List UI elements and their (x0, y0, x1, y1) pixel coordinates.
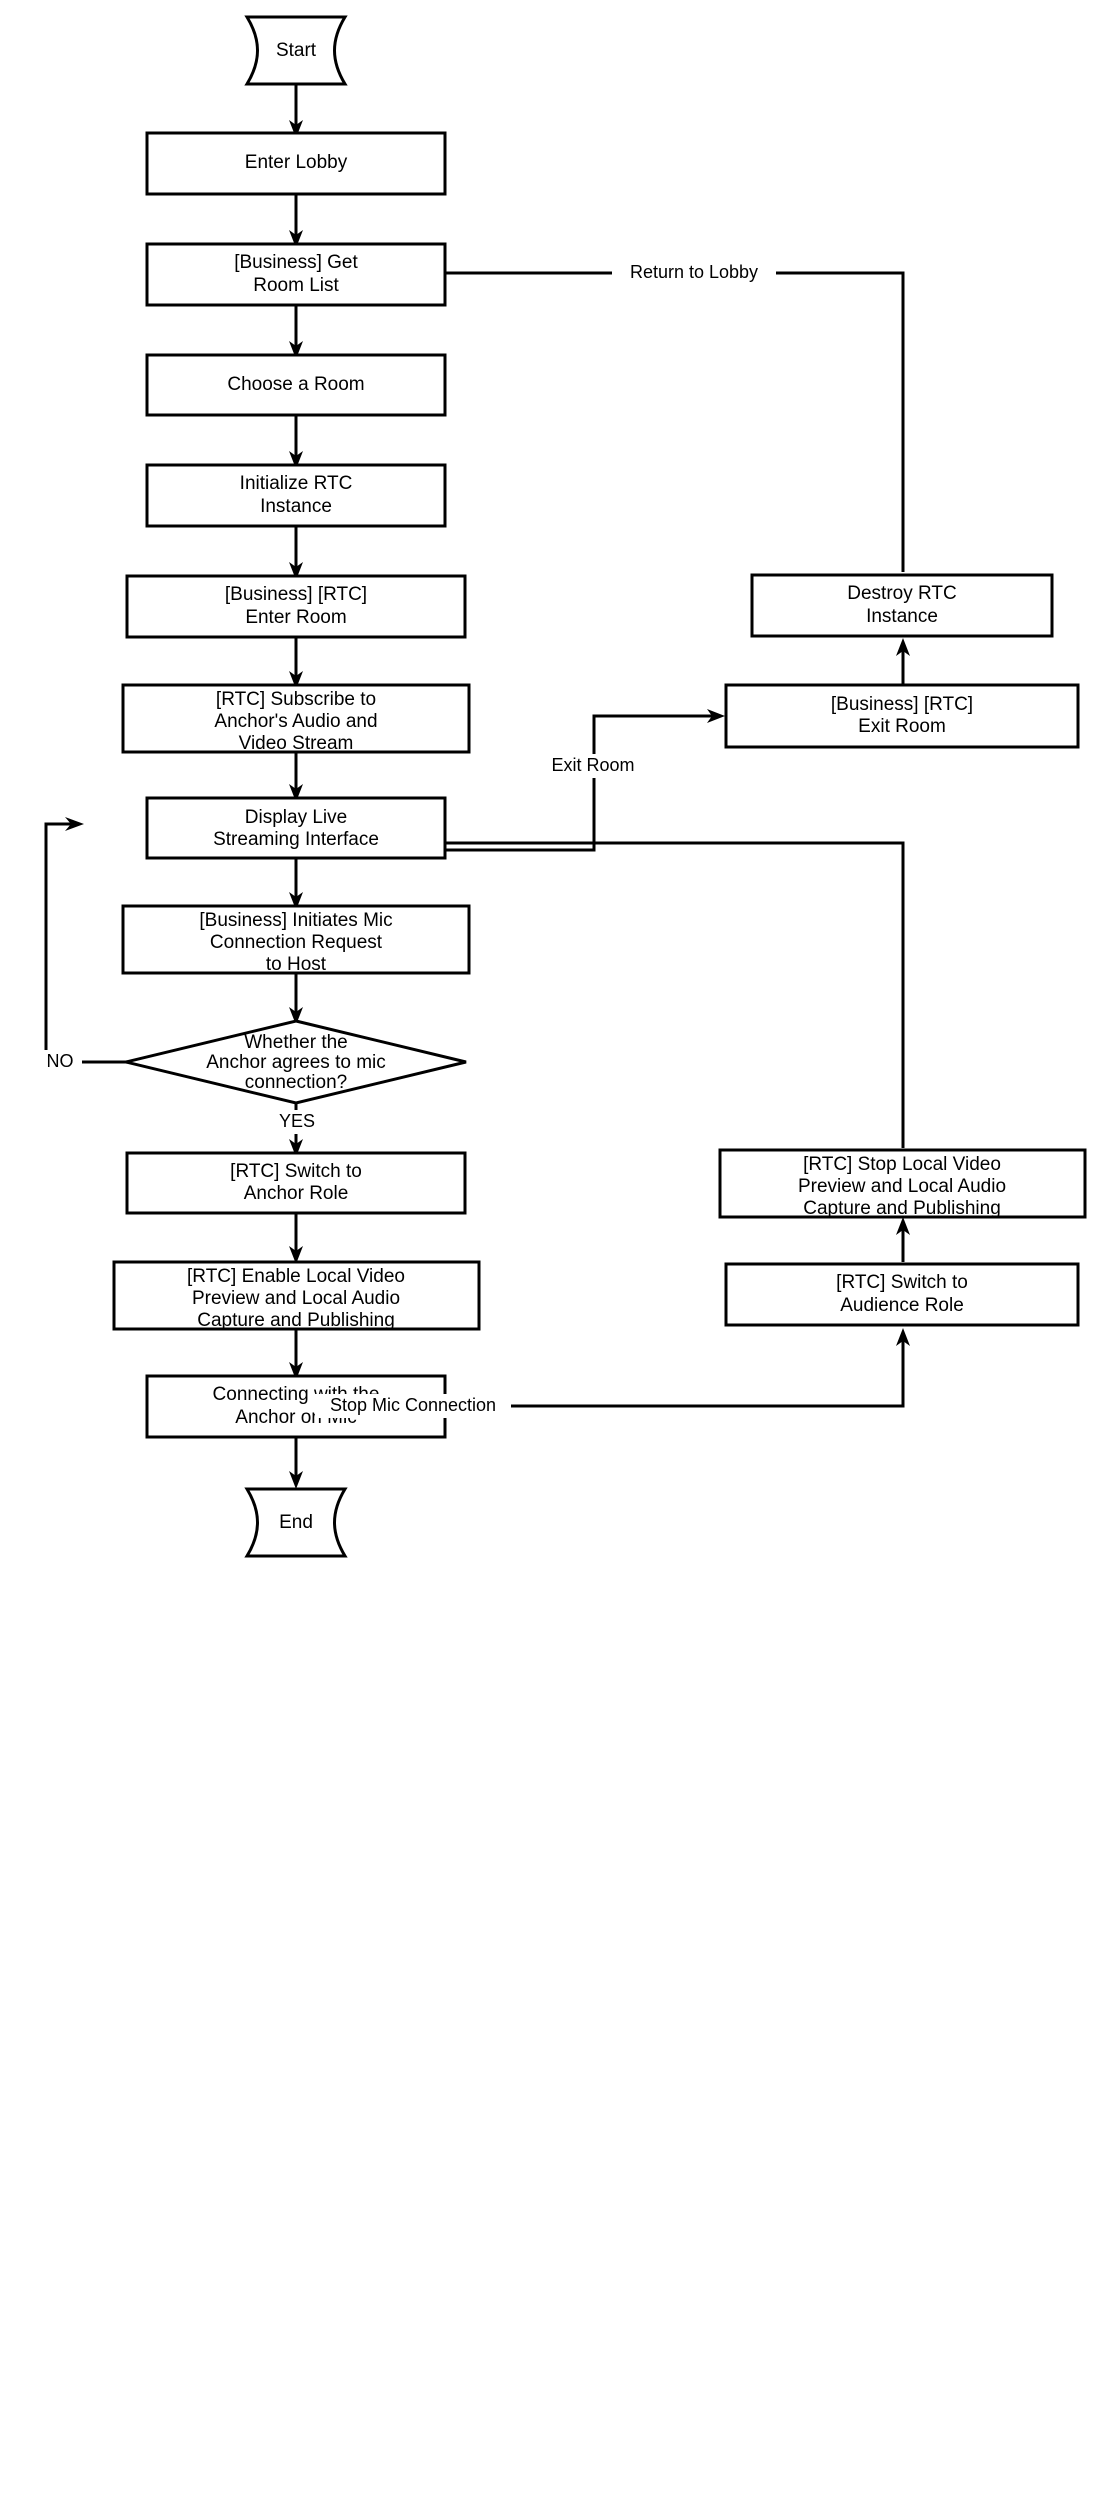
edge-decision-no-to-display-live (44, 817, 186, 1064)
edge-exit-room-to-destroy-rtc (896, 638, 910, 684)
node-display-live-streaming[interactable]: Display Live Streaming Interface (145, 796, 447, 860)
edge-label-exit-room: Exit Room (533, 754, 653, 778)
node-init-rtc-instance[interactable]: Initialize RTC Instance (145, 463, 447, 528)
node-switch-anchor-label-line1: [RTC] Switch to (230, 1161, 362, 1182)
edge-label-return-to-lobby: Return to Lobby (612, 261, 776, 285)
node-get-room-list-label-line2: Room List (253, 275, 339, 296)
node-get-room-list[interactable]: [Business] Get Room List (145, 242, 447, 307)
node-enable-local-video-audio[interactable]: [RTC] Enable Local Video Preview and Loc… (112, 1260, 481, 1331)
node-mic-request-label-line3: to Host (266, 954, 327, 975)
node-switch-audience-role[interactable]: [RTC] Switch to Audience Role (724, 1262, 1080, 1327)
node-subscribe-anchor-stream[interactable]: [RTC] Subscribe to Anchor's Audio and Vi… (121, 683, 471, 754)
node-exit-room[interactable]: [Business] [RTC] Exit Room (724, 683, 1080, 749)
edge-get-room-list-to-choose-room (289, 305, 303, 359)
node-end[interactable]: End (244, 1487, 348, 1558)
node-switch-audience-label-line2: Audience Role (840, 1295, 964, 1316)
node-decision-label-line3: connection? (245, 1072, 347, 1093)
node-display-live-label-line1: Display Live (245, 807, 347, 828)
edge-choose-room-to-init-rtc (289, 415, 303, 469)
node-enter-room-label-line2: Enter Room (245, 607, 346, 628)
node-decision-anchor-agrees[interactable]: Whether the Anchor agrees to mic connect… (125, 1019, 467, 1105)
edge-label-yes: YES (268, 1110, 326, 1134)
node-exit-room-label-line1: [Business] [RTC] (831, 694, 973, 715)
node-subscribe-label-line2: Anchor's Audio and (214, 711, 377, 732)
edge-start-to-enter-lobby (289, 84, 303, 138)
node-end-label: End (279, 1512, 313, 1533)
node-start[interactable]: Start (244, 15, 348, 86)
node-decision-label-line2: Anchor agrees to mic (206, 1052, 386, 1073)
node-choose-room[interactable]: Choose a Room (145, 353, 447, 417)
node-subscribe-label-line1: [RTC] Subscribe to (216, 689, 376, 710)
node-init-rtc-label-line1: Initialize RTC (240, 473, 353, 494)
edge-label-return-to-lobby-text: Return to Lobby (630, 262, 758, 282)
node-subscribe-label-line3: Video Stream (239, 733, 354, 754)
node-display-live-label-line2: Streaming Interface (213, 829, 379, 850)
node-enable-local-label-line3: Capture and Publishing (197, 1310, 395, 1331)
edge-connecting-to-end (289, 1437, 303, 1489)
node-mic-request-label-line2: Connection Request (210, 932, 383, 953)
node-destroy-rtc-label-line2: Instance (866, 606, 938, 627)
edge-stop-local-to-display-live (297, 836, 905, 1148)
node-mic-request-label-line1: [Business] Initiates Mic (199, 910, 392, 931)
node-decision-label-line1: Whether the (244, 1032, 348, 1053)
node-start-label: Start (276, 40, 317, 61)
node-switch-anchor-label-line2: Anchor Role (244, 1183, 349, 1204)
node-enter-room[interactable]: [Business] [RTC] Enter Room (125, 574, 467, 639)
node-stop-local-label-line2: Preview and Local Audio (798, 1176, 1006, 1197)
node-enter-lobby[interactable]: Enter Lobby (145, 131, 447, 196)
edge-label-stop-mic-connection-text: Stop Mic Connection (330, 1395, 496, 1415)
node-get-room-list-label-line1: [Business] Get (234, 252, 358, 273)
edge-enter-lobby-to-get-room-list (289, 194, 303, 248)
node-stop-local-label-line3: Capture and Publishing (803, 1198, 1001, 1219)
node-stop-local-video-audio[interactable]: [RTC] Stop Local Video Preview and Local… (718, 1148, 1087, 1219)
edge-label-yes-text: YES (279, 1111, 315, 1131)
node-switch-audience-label-line1: [RTC] Switch to (836, 1272, 968, 1293)
edge-label-stop-mic-connection: Stop Mic Connection (315, 1394, 511, 1418)
edge-subscribe-to-display-live (289, 752, 303, 802)
node-choose-room-label: Choose a Room (227, 374, 364, 395)
node-enter-room-label-line1: [Business] [RTC] (225, 584, 367, 605)
node-switch-anchor-role[interactable]: [RTC] Switch to Anchor Role (125, 1151, 467, 1215)
edge-mic-request-to-decision (289, 973, 303, 1025)
node-enable-local-label-line2: Preview and Local Audio (192, 1288, 400, 1309)
node-enter-lobby-label: Enter Lobby (245, 152, 348, 173)
edge-init-rtc-to-enter-room (289, 526, 303, 580)
edge-switch-audience-to-stop-local (896, 1217, 910, 1262)
node-destroy-rtc-instance[interactable]: Destroy RTC Instance (750, 573, 1054, 638)
edge-label-exit-room-text: Exit Room (551, 755, 634, 775)
edge-enable-local-to-connecting (289, 1329, 303, 1380)
node-enable-local-label-line1: [RTC] Enable Local Video (187, 1266, 405, 1287)
edge-enter-room-to-subscribe (289, 637, 303, 689)
edge-display-live-to-mic-request (289, 858, 303, 910)
node-exit-room-label-line2: Exit Room (858, 716, 946, 737)
edge-label-no-text: NO (47, 1051, 74, 1071)
edge-label-no: NO (38, 1050, 82, 1074)
edge-switch-anchor-to-enable-local (289, 1213, 303, 1264)
node-destroy-rtc-label-line1: Destroy RTC (847, 583, 956, 604)
node-stop-local-label-line1: [RTC] Stop Local Video (803, 1154, 1001, 1175)
node-mic-connection-request[interactable]: [Business] Initiates Mic Connection Requ… (121, 904, 471, 975)
node-init-rtc-label-line2: Instance (260, 496, 332, 517)
